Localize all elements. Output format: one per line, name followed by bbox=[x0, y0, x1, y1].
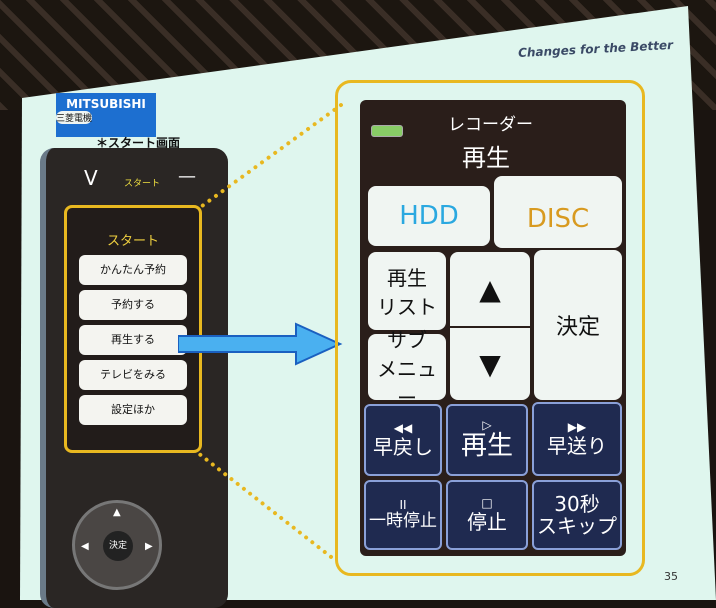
slide-title: ＊スタート画面 bbox=[96, 136, 181, 150]
stop-label: 停止 bbox=[467, 509, 507, 534]
rewind-icon: ◀◀ bbox=[393, 421, 413, 436]
screen-title: スタート bbox=[106, 234, 159, 249]
panel-mode: 再生 bbox=[462, 144, 510, 172]
fast-forward-label: 早送り bbox=[547, 433, 607, 458]
start-label[interactable]: スタート bbox=[124, 179, 161, 189]
skip-30s-button[interactable]: 30秒スキップ bbox=[532, 480, 622, 550]
pause-label: 一時停止 bbox=[369, 511, 437, 532]
disc-label: DISC bbox=[526, 204, 590, 234]
fast-forward-icon: ▶▶ bbox=[567, 420, 587, 435]
logo-name: MITSUBISHI bbox=[66, 97, 146, 111]
zoomed-panel-frame bbox=[335, 80, 645, 576]
skip-label: スキップ bbox=[537, 514, 617, 538]
rewind-button[interactable]: ◀◀早戻し bbox=[364, 404, 442, 476]
minus-button[interactable]: — bbox=[178, 166, 196, 187]
stop-button[interactable]: □停止 bbox=[446, 480, 528, 550]
playlist-button[interactable]: 再生 リスト bbox=[368, 252, 446, 330]
rewind-label: 早戻し bbox=[373, 434, 433, 459]
dpad-ok-button[interactable]: 決定 bbox=[103, 531, 133, 561]
logo-sub: 三菱電機 bbox=[56, 111, 93, 124]
page-number: 35 bbox=[664, 570, 678, 583]
remote-top-buttons: V スタート — bbox=[78, 160, 203, 196]
dpad-left-icon[interactable]: ◀ bbox=[81, 541, 89, 552]
remote-screen: スタート かんたん予約 予約する 再生する テレビをみる 設定ほか bbox=[64, 205, 202, 453]
hdd-button[interactable]: HDD bbox=[368, 186, 490, 246]
down-button[interactable]: ▼ bbox=[450, 328, 530, 400]
menu-item-settings[interactable]: 設定ほか bbox=[79, 395, 187, 425]
play-label: 再生 bbox=[460, 431, 513, 462]
play-button[interactable]: ▷再生 bbox=[446, 404, 528, 476]
dpad-up-icon[interactable]: ▲ bbox=[113, 507, 121, 518]
enter-button[interactable]: 決定 bbox=[534, 250, 622, 400]
dpad[interactable]: ▲ ◀ ▶ 決定 bbox=[72, 500, 162, 590]
menu-item-easy-reserve[interactable]: かんたん予約 bbox=[79, 255, 187, 285]
fast-forward-button[interactable]: ▶▶早送り bbox=[532, 402, 622, 476]
arrow-icon bbox=[178, 322, 343, 366]
menu-item-play[interactable]: 再生する bbox=[79, 325, 187, 355]
dpad-right-icon[interactable]: ▶ bbox=[145, 541, 153, 552]
skip-30s-top: 30秒 bbox=[554, 492, 600, 516]
chevron-down-button[interactable]: V bbox=[84, 166, 98, 190]
battery-icon bbox=[371, 125, 403, 137]
menu-item-tv[interactable]: テレビをみる bbox=[79, 360, 187, 390]
stop-icon: □ bbox=[481, 496, 493, 511]
panel-category: レコーダー bbox=[448, 115, 533, 135]
disc-button[interactable]: DISC bbox=[494, 176, 622, 248]
up-button[interactable]: ▲ bbox=[450, 252, 530, 326]
pause-icon: II bbox=[399, 498, 407, 513]
menu-item-reserve[interactable]: 予約する bbox=[79, 290, 187, 320]
submenu-button[interactable]: サブ メニュー bbox=[368, 328, 446, 410]
play-icon: ▷ bbox=[482, 418, 492, 433]
